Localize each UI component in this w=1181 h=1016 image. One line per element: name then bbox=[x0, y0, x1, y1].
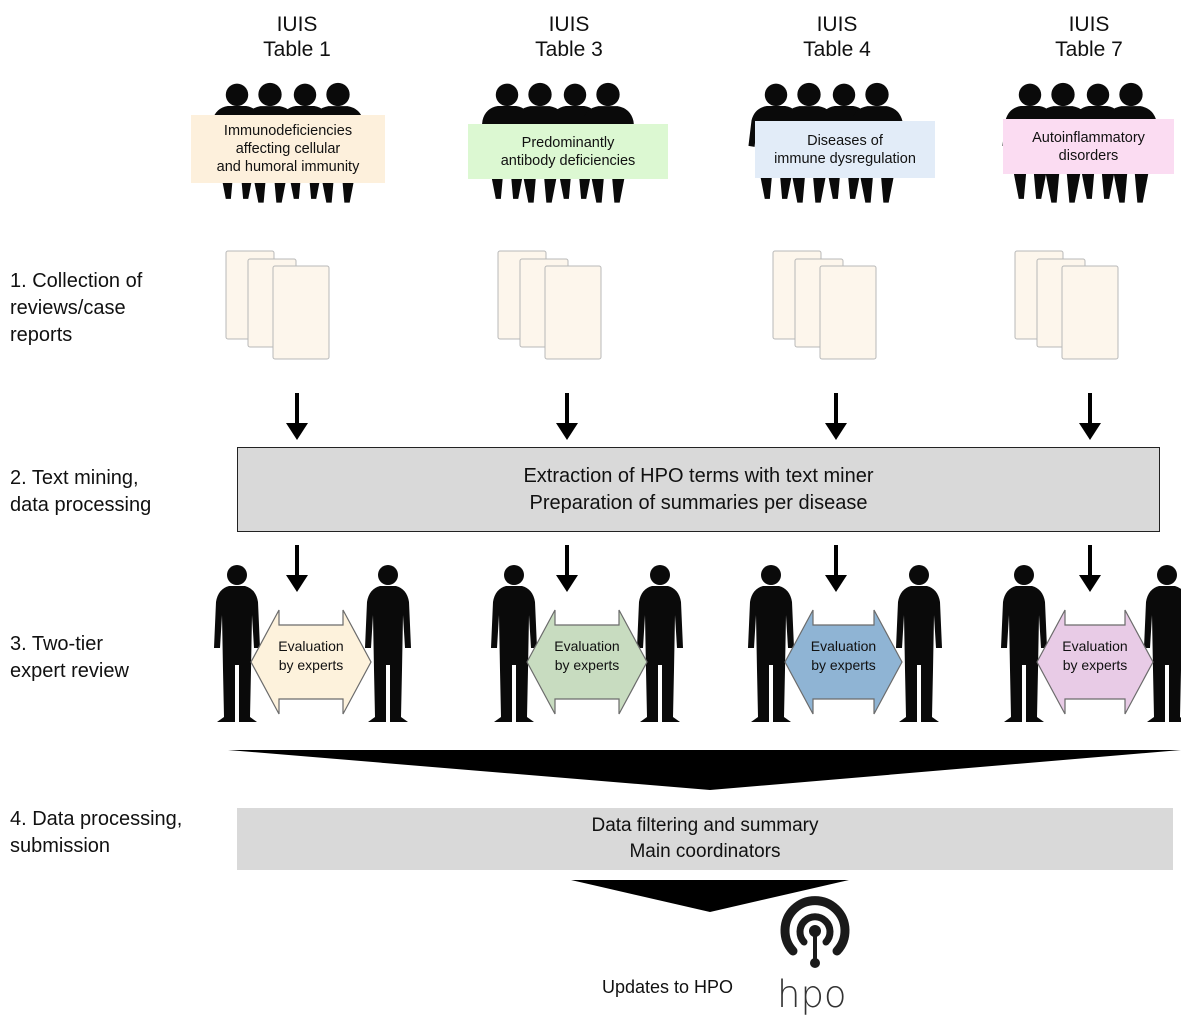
column-2-title: IUIS Table 3 bbox=[535, 13, 603, 61]
column-1-title: IUIS Table 1 bbox=[263, 13, 331, 61]
column-1-evaluation-label: Evaluation by experts bbox=[278, 638, 344, 673]
column-1-arrow-to-review bbox=[286, 545, 308, 592]
column-4-evaluation-label: Evaluation by experts bbox=[1062, 638, 1128, 673]
column-4-arrow-to-mining bbox=[1079, 393, 1101, 440]
column-1-evaluation-arrow bbox=[250, 609, 372, 715]
column-3-arrow-to-mining bbox=[825, 393, 847, 440]
column-4-documents bbox=[1014, 250, 1119, 360]
column-2-arrow-to-review bbox=[556, 545, 578, 592]
hpo-logo-icon bbox=[780, 896, 850, 968]
column-4-title: IUIS Table 7 bbox=[1055, 13, 1123, 61]
step-1-label: 1. Collection of reviews/case reports bbox=[10, 270, 143, 346]
column-1-documents bbox=[225, 250, 330, 360]
summary-box: Data filtering and summary Main coordina… bbox=[237, 808, 1173, 870]
column-1-category-box: Immunodeficiencies affecting cellular an… bbox=[191, 115, 385, 183]
column-3-arrow-to-review bbox=[825, 545, 847, 592]
column-4-arrow-to-review bbox=[1079, 545, 1101, 592]
column-2-evaluation-label: Evaluation by experts bbox=[554, 638, 620, 673]
column-3-evaluation-label: Evaluation by experts bbox=[810, 638, 877, 673]
column-3-documents bbox=[772, 250, 877, 360]
column-4-evaluation-arrow bbox=[1036, 609, 1154, 715]
submission-funnel bbox=[571, 880, 849, 912]
column-3-category-box: Diseases of immune dysregulation bbox=[755, 121, 935, 178]
column-2-category-box: Predominantly antibody deficiencies bbox=[468, 124, 668, 179]
column-1-arrow-to-mining bbox=[286, 393, 308, 440]
column-3-title: IUIS Table 4 bbox=[803, 13, 871, 61]
step-3-label: 3. Two-tier expert review bbox=[10, 633, 129, 682]
column-2-evaluation-arrow bbox=[526, 609, 648, 715]
hpo-logo-text: hpo bbox=[777, 973, 847, 1016]
text-mining-box: Extraction of HPO terms with text miner … bbox=[237, 447, 1160, 532]
updates-to-hpo-label: Updates to HPO bbox=[602, 977, 734, 997]
column-3-evaluation-arrow bbox=[784, 609, 903, 715]
merge-funnel bbox=[228, 750, 1181, 790]
step-4-label: 4. Data processing, submission bbox=[10, 808, 183, 857]
step-2-label: 2. Text mining, data processing bbox=[10, 467, 152, 516]
column-2-documents bbox=[497, 250, 602, 360]
column-4-category-box: Autoinflammatory disorders bbox=[1003, 119, 1174, 174]
column-2-arrow-to-mining bbox=[556, 393, 578, 440]
